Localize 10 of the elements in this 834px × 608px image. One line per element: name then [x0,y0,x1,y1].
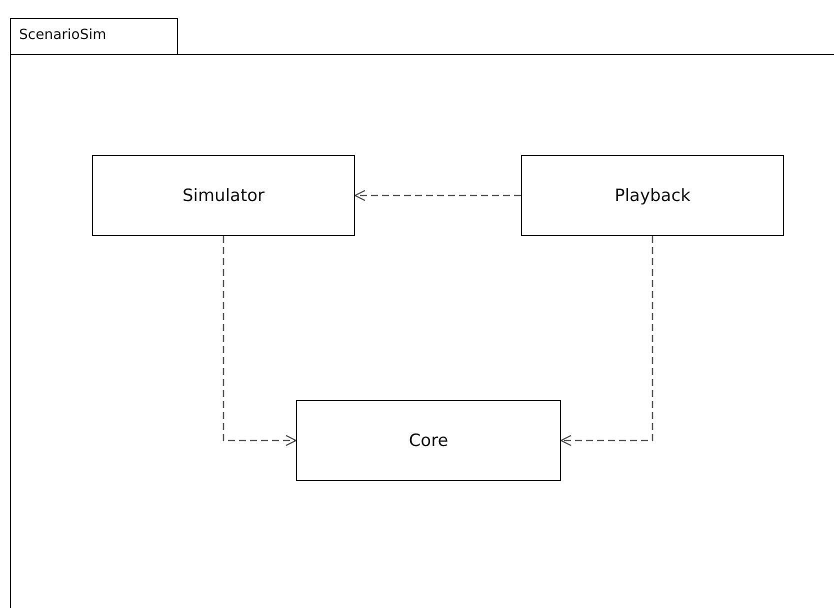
component-name: Core [408,430,448,450]
package-name-tab: ScenarioSim [10,18,178,55]
dependency-arrow [560,236,654,446]
component-name: Simulator [182,186,265,206]
component-box [521,155,784,236]
dependency-arrow [354,190,521,202]
component-box [92,155,355,236]
dependency-arrow [222,236,297,446]
component-box [296,400,561,481]
component-name: Playback [614,186,690,206]
